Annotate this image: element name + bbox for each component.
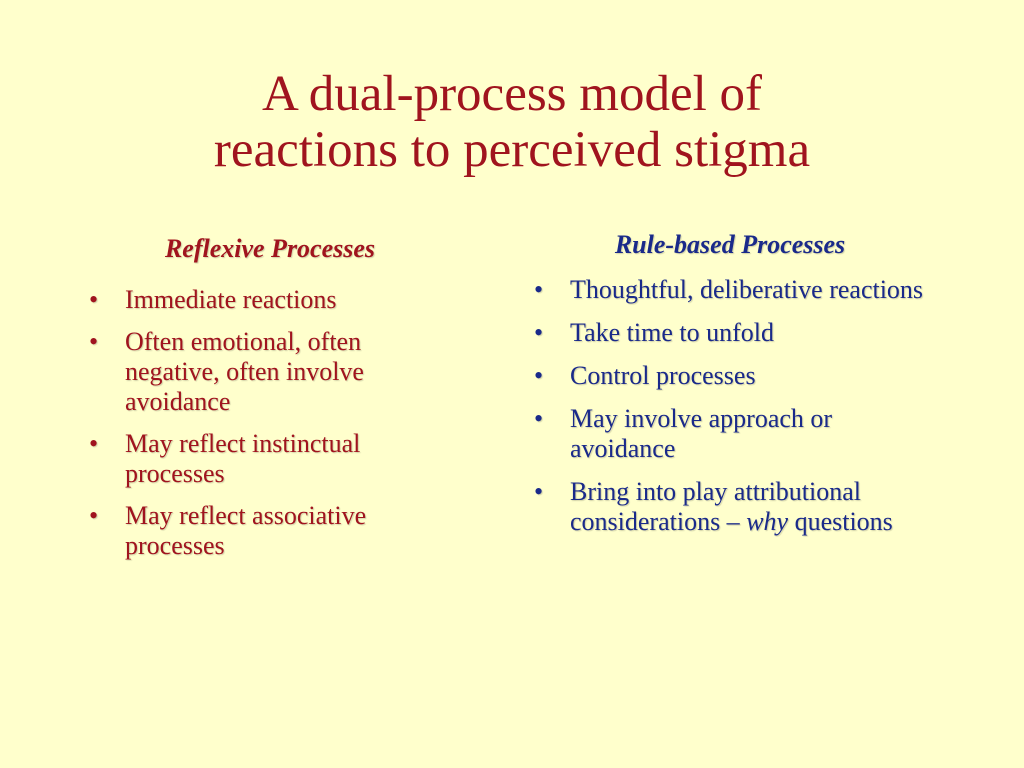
- list-item-text: Take time to unfold: [570, 318, 774, 347]
- list-item: • Immediate reactions: [80, 285, 460, 315]
- reflexive-list: • Immediate reactions • Often emotional,…: [80, 285, 460, 573]
- emphasis-why: why: [746, 507, 789, 536]
- list-item-text: Immediate reactions: [125, 285, 337, 314]
- list-item: • Thoughtful, deliberative reactions: [525, 275, 935, 305]
- list-item: • May involve approach or avoidance: [525, 404, 935, 464]
- rule-based-heading: Rule-based Processes: [614, 230, 846, 259]
- bullet-icon: •: [89, 429, 99, 458]
- list-item-text: Thoughtful, deliberative reactions: [570, 275, 924, 304]
- list-item-text: May involve approach or avoidance: [570, 404, 833, 463]
- list-item-text-prefix: Bring into play attributional considerat…: [570, 477, 862, 536]
- bullet-icon: •: [534, 275, 544, 304]
- list-item-text: Bring into play attributional considerat…: [570, 477, 893, 536]
- title-line-1: A dual-process model of: [262, 66, 762, 122]
- bullet-icon: •: [534, 318, 544, 347]
- list-item: • Control processes: [525, 361, 935, 391]
- rule-based-list: • Thoughtful, deliberative reactions • T…: [525, 275, 935, 550]
- list-item-text-suffix: questions: [788, 507, 893, 536]
- list-item: • May reflect instinctual processes: [80, 429, 460, 489]
- list-item-text: May reflect instinctual processes: [125, 429, 361, 488]
- list-item: • Take time to unfold: [525, 318, 935, 348]
- list-item-text: May reflect associative processes: [125, 501, 367, 560]
- list-item-text: Control processes: [570, 361, 756, 390]
- bullet-icon: •: [89, 285, 99, 314]
- title-line-2: reactions to perceived stigma: [213, 122, 811, 178]
- bullet-icon: •: [89, 501, 99, 530]
- list-item: • Bring into play attributional consider…: [525, 477, 935, 537]
- bullet-icon: •: [534, 477, 544, 506]
- list-item-text: Often emotional, often negative, often i…: [125, 327, 364, 416]
- reflexive-heading: Reflexive Processes: [164, 234, 376, 263]
- list-item: • May reflect associative processes: [80, 501, 460, 561]
- bullet-icon: •: [534, 404, 544, 433]
- bullet-icon: •: [89, 327, 99, 356]
- slide-title: A dual-process model of reactions to per…: [0, 66, 1024, 178]
- list-item: • Often emotional, often negative, often…: [80, 327, 460, 417]
- bullet-icon: •: [534, 361, 544, 390]
